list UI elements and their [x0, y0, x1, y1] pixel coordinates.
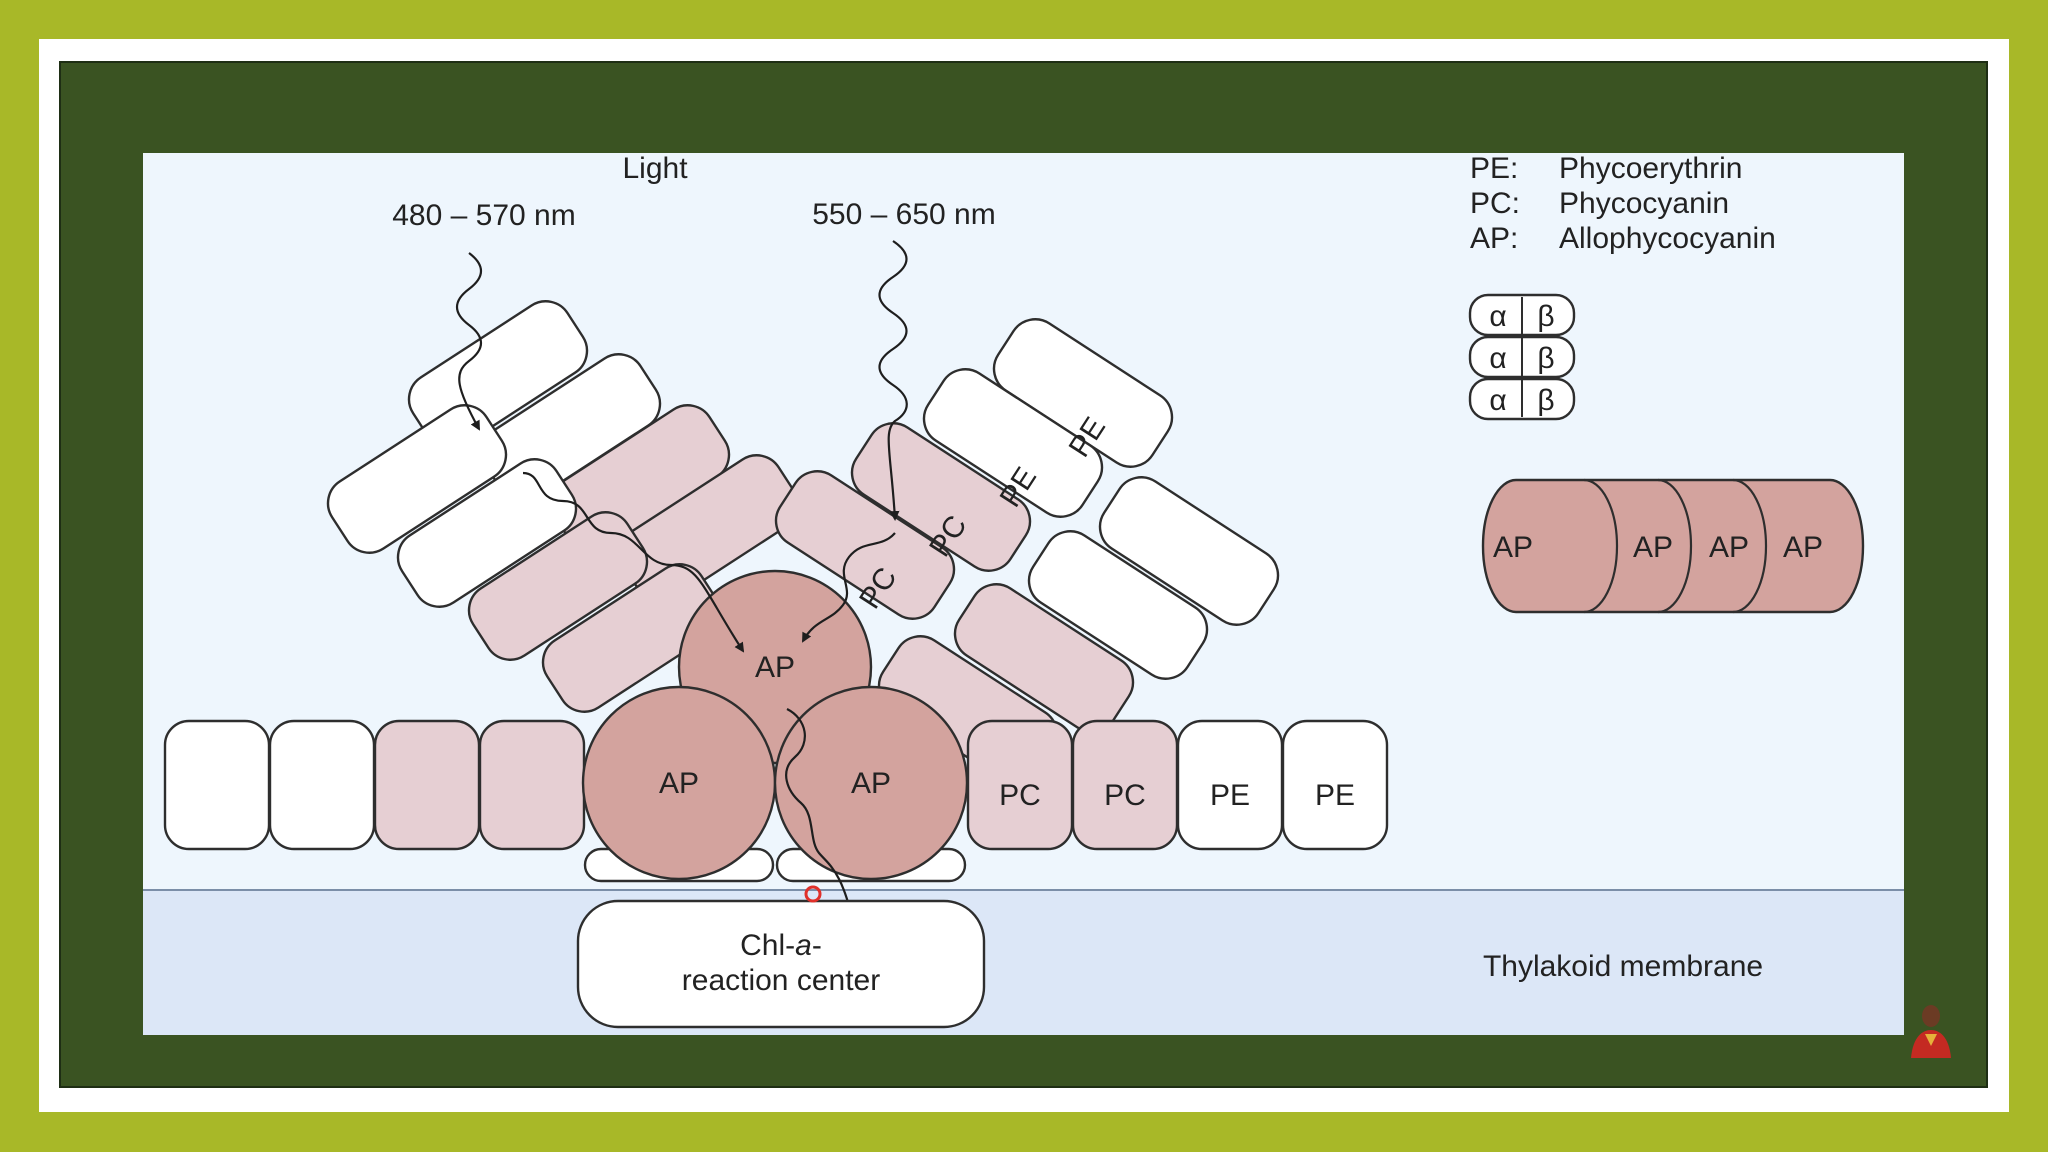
rod-block: [850, 422, 1032, 572]
legend-pe-name: Phycoerythrin: [1559, 153, 1742, 185]
thylakoid-membrane-label: Thylakoid membrane: [1483, 950, 1763, 983]
base-block: [163, 719, 271, 851]
ap-core-right-label: AP: [851, 767, 891, 800]
alpha-label-3: α: [1489, 384, 1506, 417]
reaction-center-line1: Chl-a-: [740, 929, 822, 962]
base-block: [268, 719, 376, 851]
cylinder-ap-4: AP: [1783, 531, 1823, 564]
energy-transfer-arrows: [455, 240, 908, 933]
reaction-center-line2: reaction center: [682, 964, 880, 997]
base-rods: PC PC PE PE: [163, 719, 1389, 851]
legend-ap-abbr: AP:: [1470, 222, 1518, 255]
right-rods: PE PE PC PC: [774, 318, 1280, 785]
beta-label-3: β: [1537, 384, 1554, 417]
beta-label-2: β: [1537, 342, 1554, 375]
light-title: Light: [622, 153, 688, 185]
ap-core: AP AP AP: [581, 569, 969, 881]
transfer-arrow-core: [785, 708, 859, 933]
rod-block: [922, 368, 1104, 518]
light-arrow-right: [878, 240, 908, 521]
thylakoid-membrane-band: [143, 890, 1904, 1035]
ap-core-left-label: AP: [659, 767, 699, 800]
base-block-pe: [1281, 719, 1389, 851]
subunit-stack: α β α β α β: [1468, 293, 1576, 421]
pointer-dot: [804, 885, 822, 903]
base-block: [373, 719, 481, 851]
alpha-label-2: α: [1489, 342, 1506, 375]
reaction-center-box: [576, 899, 986, 1029]
reaction-center: Chl-a- reaction center: [576, 899, 986, 1029]
rod-block: [326, 404, 508, 554]
base-pc-1: PC: [999, 779, 1041, 812]
light-arrow-left: [455, 252, 483, 431]
light-range-right: 550 – 650 nm: [812, 198, 995, 231]
rod-block: [1098, 476, 1280, 626]
legend: PE: Phycoerythrin PC: Phycocyanin AP: Al…: [1470, 153, 1776, 255]
rod-block: [541, 563, 723, 713]
base-pe-1: PE: [1210, 779, 1250, 812]
base-block: [478, 719, 586, 851]
base-pe-2: PE: [1315, 779, 1355, 812]
alpha-label-1: α: [1489, 300, 1506, 333]
legend-pc-name: Phycocyanin: [1559, 187, 1729, 220]
left-rods: [326, 300, 800, 713]
rod-block: [1027, 530, 1209, 680]
transfer-arrow-right: [802, 532, 896, 643]
rod-block: [953, 583, 1135, 733]
legend-pe-abbr: PE:: [1470, 153, 1518, 185]
base-pc-2: PC: [1104, 779, 1146, 812]
cylinder-ap-1: AP: [1493, 531, 1533, 564]
beta-label-1: β: [1537, 300, 1554, 333]
phycobilisome-diagram: Light 480 – 570 nm 550 – 650 nm PE: Phyc…: [143, 153, 1904, 1035]
rod-block: [467, 511, 649, 661]
legend-ap-name: Allophycocyanin: [1559, 222, 1776, 255]
light-range-left: 480 – 570 nm: [392, 199, 575, 232]
cylinder-ap-2: AP: [1633, 531, 1673, 564]
legend-pc-abbr: PC:: [1470, 187, 1520, 220]
ap-cylinder: AP AP AP AP: [1481, 478, 1865, 614]
ap-core-right: [773, 685, 969, 881]
rod-block: [396, 458, 578, 608]
presenter-avatar: [1911, 1005, 1951, 1058]
transfer-arrow-left: [522, 471, 745, 653]
ap-core-top-label: AP: [755, 651, 795, 684]
cylinder-ap-3: AP: [1709, 531, 1749, 564]
